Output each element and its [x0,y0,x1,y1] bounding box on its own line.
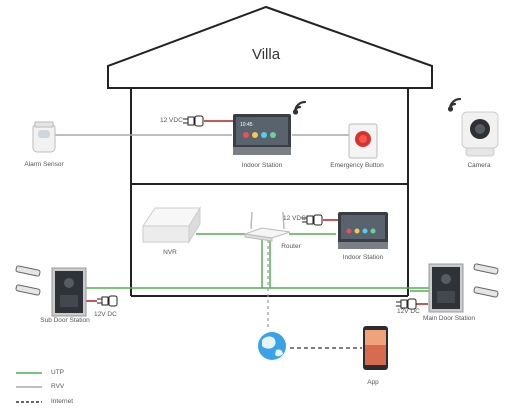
legend-utp-label: UTP [51,369,64,376]
sub-door-station-icon [51,267,87,317]
legend-rvv-label: RVV [51,383,65,390]
house-title: Villa [251,46,281,63]
alarm-sensor-label: Alarm Sensor [24,161,64,168]
power-label-left: 12V DC [94,311,117,318]
power-plug-icon [396,298,417,310]
indoor-station-top-icon: 10:45 [233,114,291,155]
router-label: Router [281,243,301,250]
sub-door-station-label: Sub Door Station [40,317,90,324]
legend-internet-label: Internet [51,398,74,405]
camera-label: Camera [467,162,491,169]
main-door-station-label: Main Door Station [422,315,476,322]
camera-icon [461,111,499,157]
lock-icon [473,263,499,298]
power-wires [86,120,428,305]
power-plug-icon [97,295,118,307]
globe-icon [258,332,286,360]
legend [16,372,42,403]
emergency-button-label: Emergency Button [330,162,384,169]
router-icon [244,211,291,242]
power-plug-icon [302,214,323,226]
power-plug-icon [183,115,204,127]
power-label-mid: 12 VDC [283,215,306,222]
house-roof [107,5,433,89]
app-label: App [367,379,379,386]
emergency-button-icon [348,123,378,159]
power-label-top: 12 VDC [160,117,183,124]
phone-icon [363,326,388,370]
wifi-icon [292,100,307,115]
indoor-station-mid-icon [338,212,388,249]
indoor-screen-time: 10:45 [240,122,253,128]
utp-cables [86,233,430,292]
main-door-station-icon [428,263,464,313]
camera-wifi-icon [447,97,462,112]
nvr-icon [142,206,201,244]
indoor-station-mid-label: Indoor Station [342,254,384,261]
nvr-label: NVR [163,249,177,256]
power-label-right: 12V DC [397,308,420,315]
alarm-sensor-icon [32,121,56,153]
internet-links [267,240,362,349]
lock-icon [15,265,41,296]
indoor-station-top-label: Indoor Station [241,162,283,169]
house-outline [107,5,433,297]
